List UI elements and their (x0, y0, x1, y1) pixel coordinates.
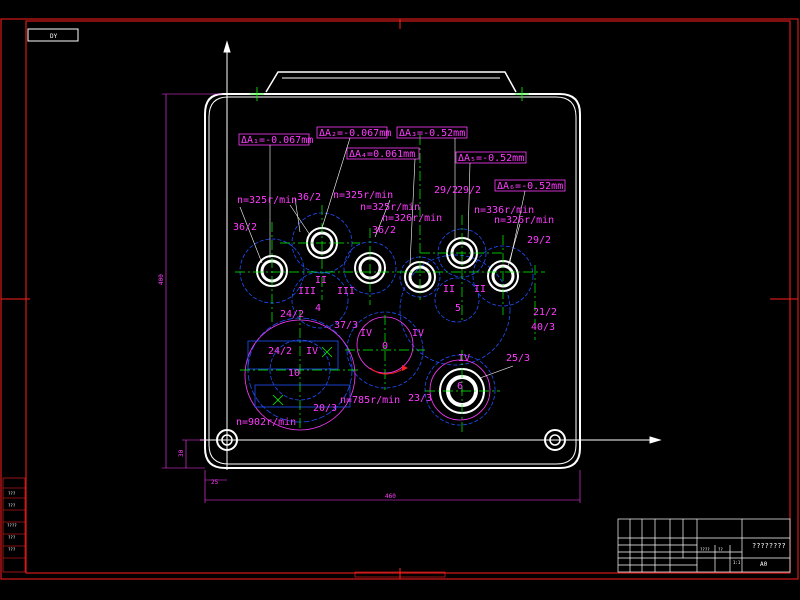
dim-bottom: 30 (178, 449, 185, 457)
speed-label: n=325r/min (360, 202, 420, 213)
gear-label: 36/2 (297, 192, 321, 203)
title-block-cell: ???? (700, 547, 710, 552)
outer-frame (0, 18, 799, 580)
gear-label: 29/2 (457, 185, 481, 196)
tolerance-boxes (238, 126, 566, 192)
sheet-code: A0 (760, 561, 768, 568)
gear-label: 29/2 (434, 185, 458, 196)
strip-label: ??? (8, 491, 16, 496)
rotation-arrow (369, 367, 406, 375)
inner-frame (25, 20, 791, 574)
gear-label: 36/2 (233, 222, 257, 233)
tolerance-label: ΔA₂=-0.067mm (319, 128, 391, 139)
shaft-numeral: IV (306, 346, 318, 357)
mounting-hole (544, 429, 566, 451)
tolerance-label: ΔA₄=0.061mm (349, 149, 415, 160)
title-block-cell: 1:1 (733, 560, 741, 565)
shaft-numeral: II (315, 275, 327, 286)
title-block-name: ???????? (752, 542, 786, 550)
title-block-cell: ?? (718, 547, 723, 552)
gear-number: 0 (382, 341, 388, 352)
tolerance-label: ΔA₅=-0.52mm (458, 153, 524, 164)
gear-number: 4 (315, 303, 321, 314)
strip-label: ??? (8, 503, 16, 508)
cross-marks (272, 346, 333, 406)
gear-label: 20/3 (313, 403, 337, 414)
strip-label: ??? (8, 535, 16, 540)
gear-label: 29/2 (527, 235, 551, 246)
gear-number: 6 (457, 381, 463, 392)
speed-label: n=336r/min (474, 205, 534, 216)
gear-label: 23/3 (408, 393, 432, 404)
strip-label: ??? (8, 547, 16, 552)
speed-label: n=902r/min (236, 417, 296, 428)
speed-label: n=326r/min (494, 215, 554, 226)
gear-label: 24/2 (280, 309, 304, 320)
gear-label: 21/2 (533, 307, 557, 318)
tolerance-label: ΔA₁=-0.067mm (241, 135, 313, 146)
mounting-hole (216, 429, 238, 451)
center-lines (235, 135, 545, 432)
shaft-numeral: IV (412, 328, 424, 339)
strip-label: ???? (7, 523, 17, 528)
speed-label: n=325r/min (333, 190, 393, 201)
dimension-lines (162, 93, 581, 503)
shaft-numeral: II (474, 284, 486, 295)
left-strip-table (2, 477, 26, 573)
dim-width: 460 (385, 493, 396, 500)
shaft-numeral: III (298, 286, 316, 297)
gear-label: 36/2 (372, 225, 396, 236)
shaft-numeral: III (337, 286, 355, 297)
speed-label: n=326r/min (382, 213, 442, 224)
housing-outline (204, 71, 581, 469)
gear-number: 5 (455, 303, 461, 314)
tolerance-label: ΔA₃=-0.52mm (399, 128, 465, 139)
leader-lines (239, 137, 526, 379)
shaft-numeral: II (443, 284, 455, 295)
bracket-outline (247, 340, 351, 408)
gear-label: 24/2 (268, 346, 292, 357)
dim-height: 400 (158, 274, 165, 285)
gear-label: 37/3 (334, 320, 358, 331)
gear-label: 40/3 (531, 322, 555, 333)
gear-label: 25/3 (506, 353, 530, 364)
corner-marks (250, 87, 529, 101)
shaft-numeral: IV (458, 353, 470, 364)
title-tag: DY (50, 33, 58, 40)
speed-label: n=325r/min (237, 195, 297, 206)
dim-left: 25 (211, 479, 219, 486)
title-tag-box (27, 28, 79, 42)
title-block (617, 518, 791, 573)
gear-number: 10 (288, 368, 300, 379)
shaft-numeral: IV (360, 328, 372, 339)
tolerance-label: ΔA₆=-0.52mm (497, 181, 563, 192)
speed-label: n=785r/min (340, 395, 400, 406)
